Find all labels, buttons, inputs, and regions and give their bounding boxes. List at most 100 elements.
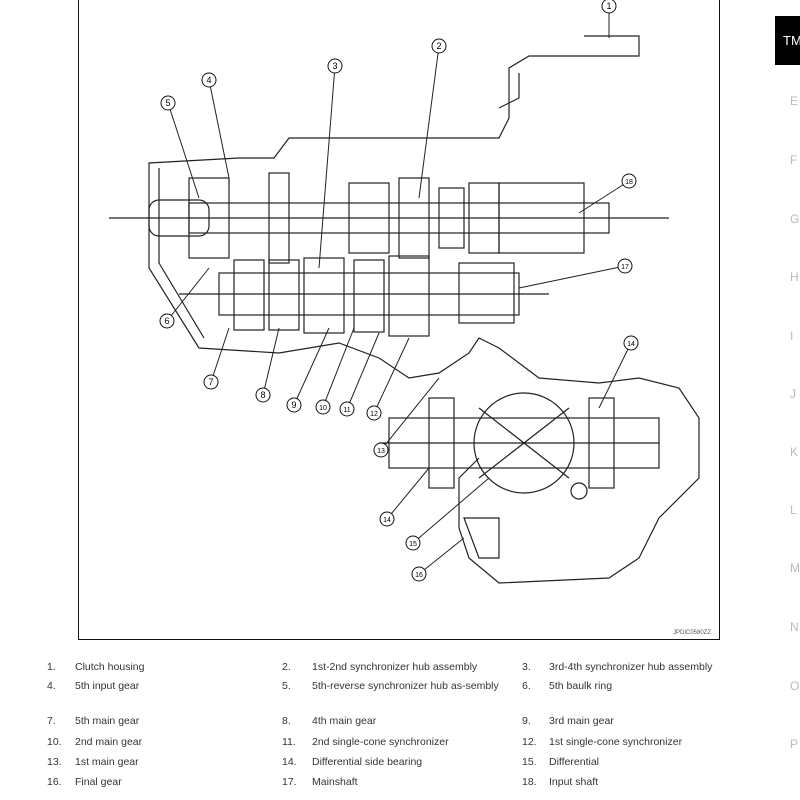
callout-number: 11 [343, 407, 350, 414]
legend-number: 9. [522, 715, 531, 727]
callout-circle [160, 95, 176, 111]
legend-label: Input shaft [549, 776, 599, 788]
side-tab-o[interactable]: O [790, 679, 800, 693]
legend-label: 3rd-4th synchronizer hub assembly [549, 661, 713, 673]
side-tab-j[interactable]: J [790, 387, 796, 401]
legend-label: 5th-reverse synchronizer hub as-sembly [312, 680, 499, 692]
callout-number: 13 [377, 448, 385, 455]
callout-number: 4 [206, 75, 211, 85]
callout-circle [286, 397, 302, 413]
legend-label: 1st single-cone synchronizer [549, 736, 683, 748]
callout-leader-line [373, 337, 410, 414]
callout-leader-line [418, 537, 465, 575]
legend-label: Final gear [75, 776, 122, 788]
legend-number: 17. [282, 776, 297, 788]
legend-number: 14. [282, 756, 297, 768]
callout-circle [366, 405, 382, 421]
callout-circle [617, 258, 633, 274]
legend-label: 2nd main gear [75, 736, 143, 748]
legend-label: 5th input gear [75, 680, 140, 692]
callout-number: 16 [415, 572, 423, 579]
callout-number: 12 [370, 411, 378, 418]
callout-leader-line [208, 79, 230, 179]
side-tab-g[interactable]: G [790, 212, 800, 226]
callout-leader-line [322, 327, 355, 408]
callout-circle [373, 442, 389, 458]
callout-number: 18 [625, 179, 633, 186]
callout-circle [411, 566, 427, 582]
side-tab-i[interactable]: I [790, 329, 794, 343]
callout-number: 6 [164, 316, 169, 326]
callout-number: 1 [606, 1, 611, 11]
figure-code: JPDIC0580ZZ [672, 630, 711, 636]
clutch-housing-outline [148, 35, 700, 584]
callout-circle [379, 511, 395, 527]
legend-label: 1st-2nd synchronizer hub assembly [312, 661, 478, 673]
callout-number: 17 [621, 264, 629, 271]
callout-number: 2 [436, 41, 441, 51]
legend-label: 5th baulk ring [549, 680, 613, 692]
side-tab-active[interactable]: TM [775, 16, 800, 65]
callout-circle [315, 399, 331, 415]
callout-leader-line [412, 477, 490, 544]
legend-label: Mainshaft [312, 776, 358, 788]
legend-label: Differential side bearing [312, 756, 423, 768]
side-tab-e[interactable]: E [790, 94, 799, 108]
legend-number: 3. [522, 661, 531, 673]
legend-number: 11. [282, 736, 296, 748]
callout-circle [405, 535, 421, 551]
legend-label: 2nd single-cone synchronizer [312, 736, 449, 748]
legend-label: 5th main gear [75, 715, 140, 727]
callout-circle [601, 0, 617, 14]
callout-number: 3 [332, 61, 337, 71]
callout-number: 7 [208, 377, 213, 387]
side-tab-n[interactable]: N [790, 620, 799, 634]
legend-number: 2. [282, 661, 291, 673]
legend-number: 15. [522, 756, 537, 768]
callout-leader-line [210, 327, 230, 383]
callout-number: 9 [291, 400, 296, 410]
legend-number: 4. [47, 680, 56, 692]
differential-case [473, 392, 575, 494]
legend-number: 5. [282, 680, 291, 692]
callout-leader-line [386, 467, 430, 520]
callout-number: 15 [409, 541, 417, 548]
legend-number: 7. [47, 715, 56, 727]
legend-number: 10. [47, 736, 62, 748]
legend-number: 16. [47, 776, 62, 788]
callout-number: 8 [260, 390, 265, 400]
callout-leader-line [418, 45, 440, 199]
callout-circle [255, 387, 271, 403]
legend-number: 18. [522, 776, 537, 788]
legend-label: 4th main gear [312, 715, 377, 727]
legend-label: Differential [549, 756, 599, 768]
callout-leader-line [380, 377, 440, 451]
callout-circle [203, 374, 219, 390]
legend-label: 3rd main gear [549, 715, 614, 727]
callout-leader-line [167, 102, 200, 199]
callout-leader-line [293, 327, 330, 406]
legend-number: 6. [522, 680, 531, 692]
callout-leader-line [166, 267, 210, 322]
callout-circle [159, 313, 175, 329]
callout-circle [201, 72, 217, 88]
callout-leader-line [578, 180, 630, 214]
callout-leader-line [262, 327, 280, 396]
side-tab-m[interactable]: M [790, 561, 800, 575]
legend-number: 12. [522, 736, 537, 748]
callout-circle [623, 335, 639, 351]
side-tab-h[interactable]: H [790, 270, 799, 284]
legend-number: 8. [282, 715, 291, 727]
side-tab-l[interactable]: L [790, 503, 797, 517]
callout-leader-line [598, 342, 632, 409]
callout-number: 14 [627, 341, 635, 348]
side-tab-p[interactable]: P [790, 737, 799, 751]
side-tab-f[interactable]: F [790, 153, 798, 167]
legend-label: 1st main gear [75, 756, 139, 768]
side-tab-k[interactable]: K [790, 445, 799, 459]
callout-leader-line [346, 332, 380, 410]
callout-number: 5 [165, 98, 170, 108]
callout-circle [431, 38, 447, 54]
legend-label: Clutch housing [75, 661, 145, 673]
